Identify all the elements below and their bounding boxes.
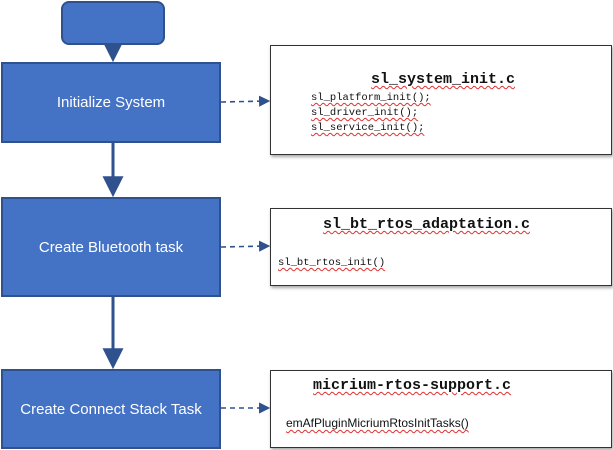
code-box-system-init: sl_system_init.c sl_platform_init(); sl_… [270,45,612,155]
code-box-rtos-adaptation-title: sl_bt_rtos_adaptation.c [323,216,531,233]
dashed-arrow-initialize-to-system-init [220,95,271,107]
step-create-bluetooth-task-label: Create Bluetooth task [38,238,184,256]
step-initialize-system: Initialize System [1,62,221,143]
code-box-system-init-title: sl_system_init.c [371,71,516,88]
code-line-bt-rtos-init: sl_bt_rtos_init() [278,257,386,269]
step-initialize-system-label: Initialize System [56,94,166,111]
code-line-service-init: sl_service_init(); [311,122,425,134]
code-line-platform-init: sl_platform_init(); [311,92,431,104]
code-box-micrium-rtos: micrium-rtos-support.c emAfPluginMicrium… [270,370,612,448]
code-box-rtos-adaptation: sl_bt_rtos_adaptation.c sl_bt_rtos_init(… [270,208,612,286]
code-line-init-tasks: emAfPluginMicriumRtosInitTasks() [286,416,469,430]
dashed-arrow-bluetooth-to-rtos-adaptation [220,240,271,252]
code-line-driver-init: sl_driver_init(); [311,107,419,119]
step-create-connect-stack-task-label: Create Connect Stack Task [20,400,202,418]
step-create-bluetooth-task: Create Bluetooth task [1,197,221,297]
code-box-micrium-rtos-title: micrium-rtos-support.c [313,377,512,394]
step-create-connect-stack-task: Create Connect Stack Task [1,369,221,449]
start-node [61,1,165,45]
